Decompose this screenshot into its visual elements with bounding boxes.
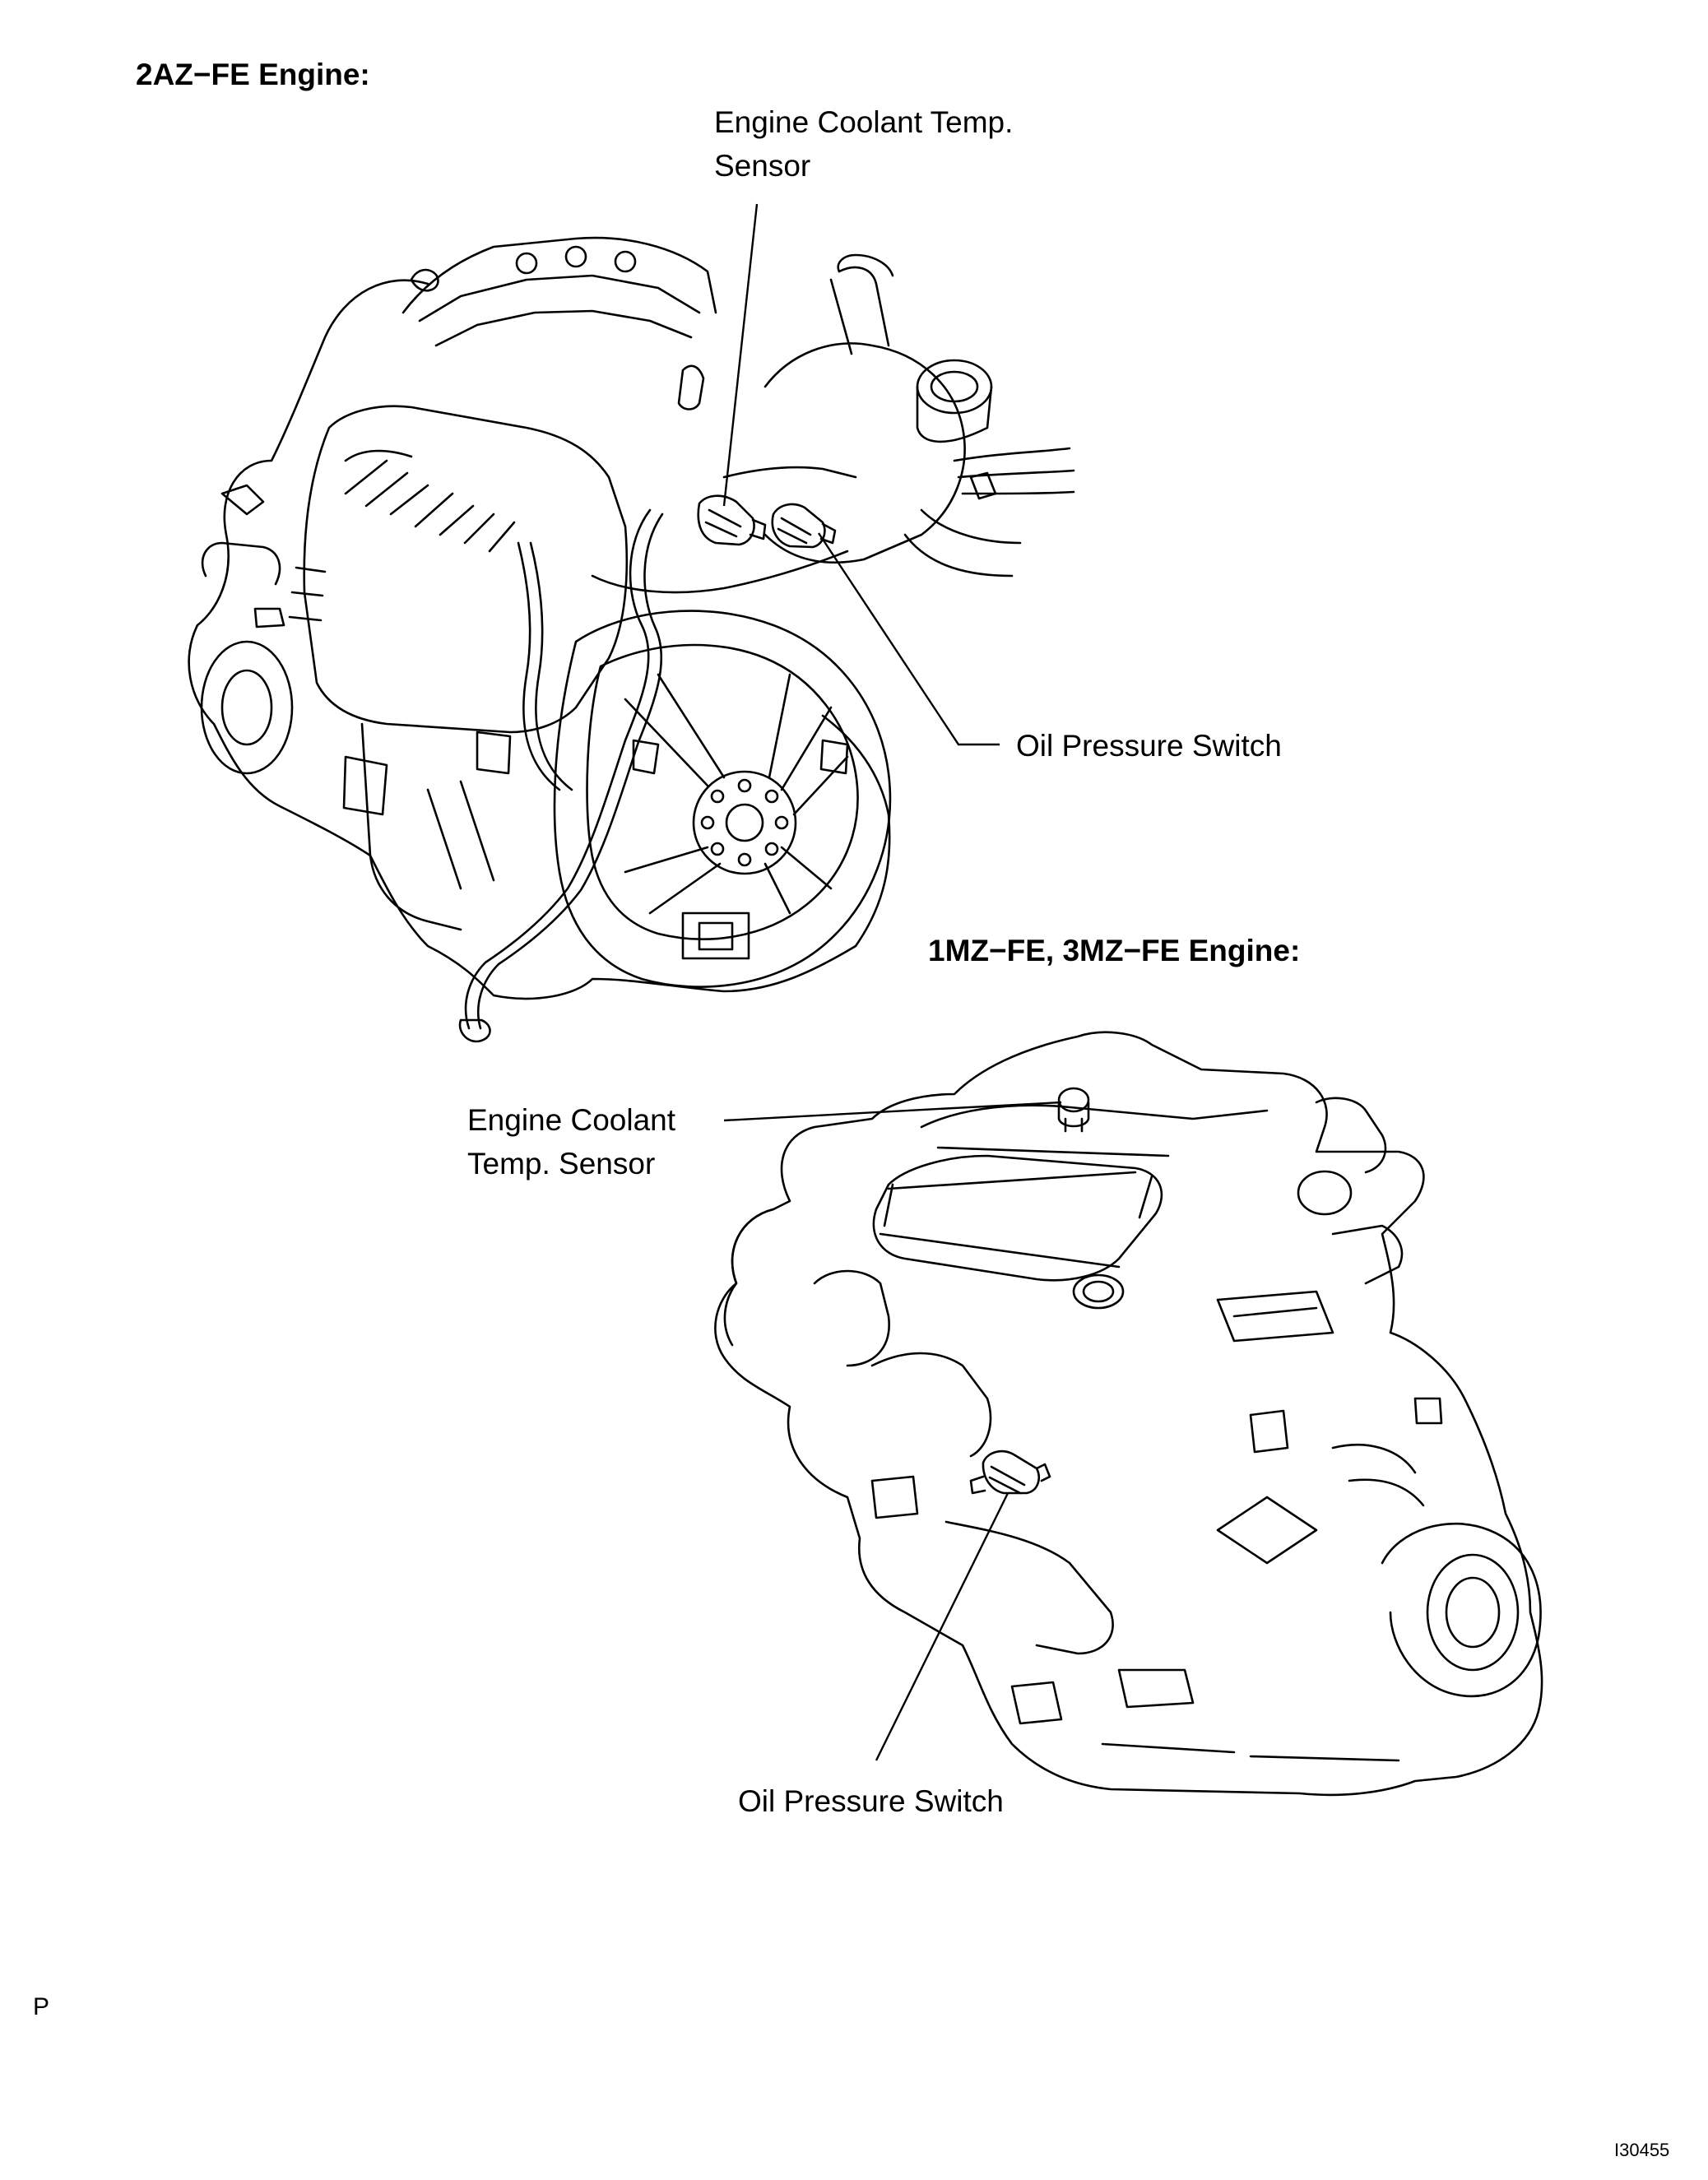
engine-2az-drawing bbox=[188, 236, 1075, 1043]
figure-id: I30455 bbox=[1614, 2140, 1670, 2160]
engine-2az-leader-lines bbox=[722, 203, 1000, 746]
page-letter: P bbox=[33, 1993, 50, 2020]
engine-1mz-3mz-heading: 1MZ−FE, 3MZ−FE Engine: bbox=[928, 934, 1301, 967]
engine-2az-heading: 2AZ−FE Engine: bbox=[136, 58, 370, 91]
engine-1mz-3mz-drawing bbox=[714, 1031, 1543, 1797]
engine-1mz-3mz-leader-lines bbox=[723, 1101, 1062, 1761]
engine-1mz-oil-switch-label: Oil Pressure Switch bbox=[738, 1784, 1004, 1818]
engine-2az-oil-switch-label: Oil Pressure Switch bbox=[1016, 729, 1282, 763]
